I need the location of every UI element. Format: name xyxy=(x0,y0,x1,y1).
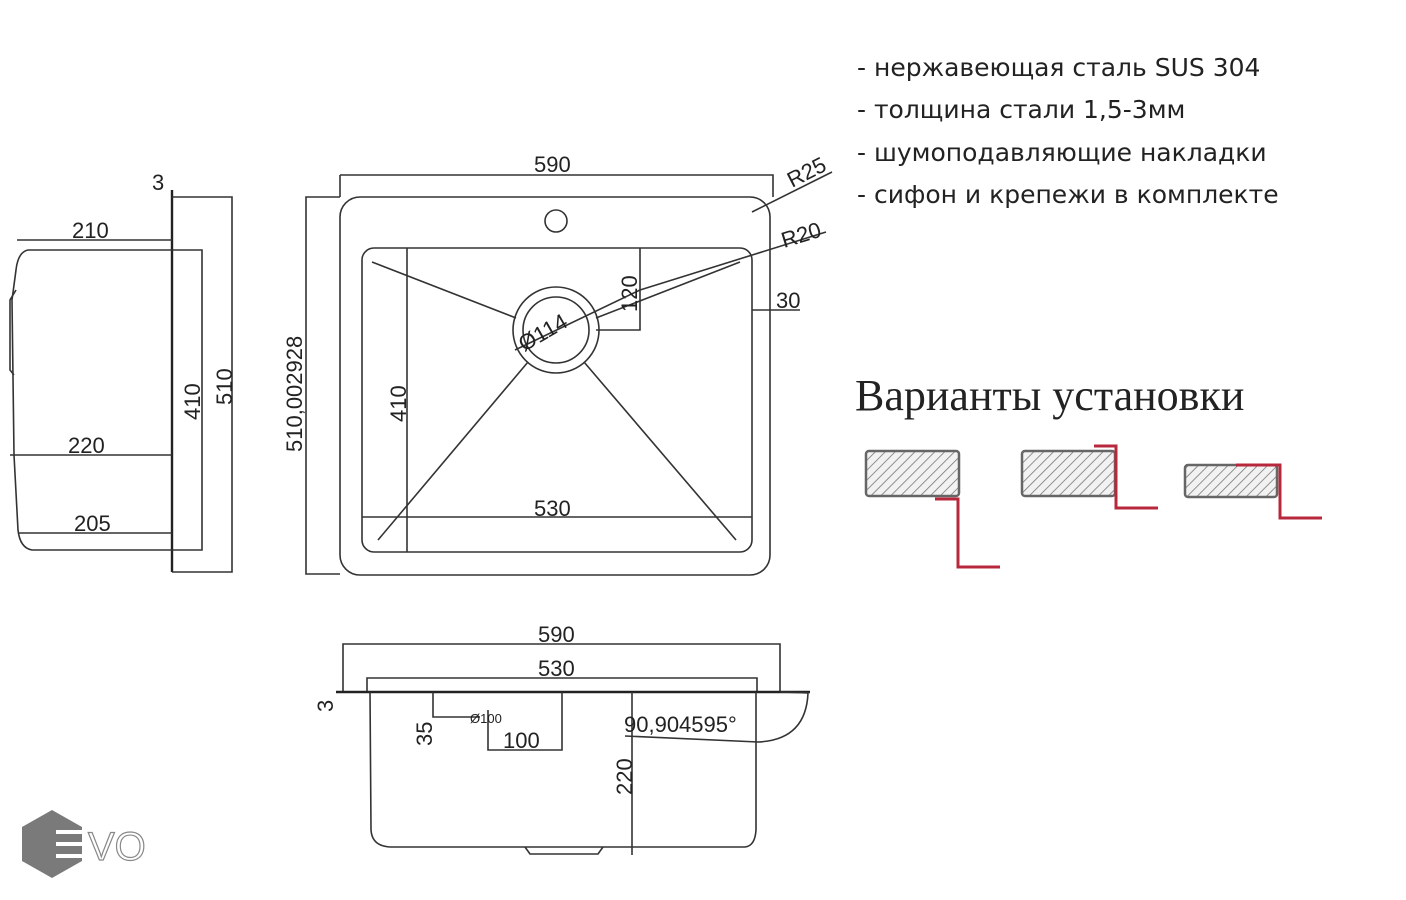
side-view: 3 210 220 205 410 510 xyxy=(9,170,237,573)
dim-35: 35 xyxy=(412,722,437,746)
dim-530: 530 xyxy=(538,656,575,681)
dim-220: 220 xyxy=(68,433,105,458)
dim-angle: 90,904595° xyxy=(624,712,737,737)
svg-text:VO: VO xyxy=(88,825,146,869)
dim-410: 410 xyxy=(180,383,205,420)
dim-590: 590 xyxy=(538,622,575,647)
spec-list: - нержавеющая сталь SUS 304 - толщина ст… xyxy=(857,53,1279,209)
dim-thickness: 3 xyxy=(152,170,164,195)
dim-thickness: 3 xyxy=(313,700,338,712)
dim-drain-114: Ø114 xyxy=(514,309,572,357)
dim-410: 410 xyxy=(386,385,411,422)
top-view: 590 R25 R20 30 120 Ø114 410 530 510,0029… xyxy=(282,152,833,576)
spec-item: - нержавеющая сталь SUS 304 xyxy=(857,53,1260,82)
dim-30: 30 xyxy=(776,288,800,313)
dim-530: 530 xyxy=(534,496,571,521)
install-variant-2 xyxy=(1020,444,1158,510)
spec-item: - толщина стали 1,5-3мм xyxy=(857,95,1185,124)
install-variant-3 xyxy=(1183,463,1322,520)
front-view: 590 530 3 35 Ø100 100 90,904595° 220 xyxy=(313,622,810,855)
dim-590: 590 xyxy=(534,152,571,177)
spec-item: - сифон и крепежи в комплекте xyxy=(857,180,1279,209)
dim-510: 510 xyxy=(212,368,237,405)
radius-r20: R20 xyxy=(778,217,824,253)
radius-r25: R25 xyxy=(783,152,830,193)
dim-small-hole: Ø100 xyxy=(470,711,502,726)
install-variant-1 xyxy=(864,449,1000,569)
dim-100: 100 xyxy=(503,728,540,753)
dim-210: 210 xyxy=(72,218,109,243)
spec-item: - шумоподавляющие накладки xyxy=(857,138,1267,167)
dim-120: 120 xyxy=(617,275,642,312)
dim-205: 205 xyxy=(74,511,111,536)
evo-logo: VO xyxy=(22,810,146,878)
install-variants-title: Варианты установки xyxy=(855,371,1244,420)
dim-220: 220 xyxy=(612,758,637,795)
dim-510: 510,002928 xyxy=(282,336,307,452)
